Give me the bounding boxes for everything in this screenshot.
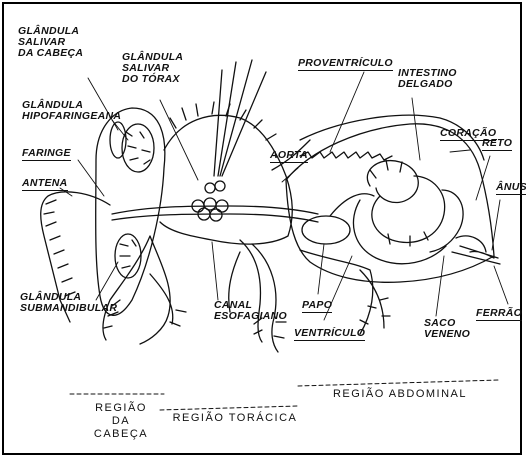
label-glandula-hipofaringeana: GLÂNDULA HIPOFARINGEANA <box>22 100 121 122</box>
label-aorta: AORTA <box>270 150 308 163</box>
label-canal-esofagiano: CANAL ESOFAGIANO <box>214 300 287 322</box>
ventriculus-shape <box>330 194 374 216</box>
region-toracica: REGIÃO TORÁCICA <box>170 412 300 425</box>
thorax-outline <box>160 115 292 244</box>
label-papo: PAPO <box>302 300 332 313</box>
abdomen-outline <box>286 124 494 282</box>
region-abdominal: REGIÃO ABDOMINAL <box>320 388 480 401</box>
thoracic-gland-shape <box>192 181 228 221</box>
label-ferrao: FERRÃO <box>476 308 522 321</box>
label-intestino-delgado: INTESTINO DELGADO <box>398 68 457 90</box>
label-antena: ANTENA <box>22 178 68 191</box>
crop-shape <box>302 216 350 244</box>
region-cabeca: REGIÃO DA CABEÇA <box>86 402 156 441</box>
label-glandula-submandibular: GLÂNDULA SUBMANDIBULAR <box>20 292 117 314</box>
label-saco-veneno: SACO VENENO <box>424 318 470 340</box>
stinger-shape <box>452 246 500 264</box>
label-anus: ÂNUS <box>496 182 526 195</box>
label-glandula-salivar-torax: GLÂNDULA SALIVAR DO TÓRAX <box>122 52 183 85</box>
label-glandula-salivar-cabeca: GLÂNDULA SALIVAR DA CABEÇA <box>18 26 83 59</box>
intestine-shape <box>353 160 463 264</box>
head-outline <box>96 108 165 315</box>
head-glands-shape <box>110 122 154 278</box>
label-faringe: FARINGE <box>22 148 71 161</box>
label-reto: RETO <box>482 138 512 151</box>
label-proventriculo: PROVENTRÍCULO <box>298 58 393 71</box>
label-ventriculo: VENTRÍCULO <box>294 328 365 341</box>
